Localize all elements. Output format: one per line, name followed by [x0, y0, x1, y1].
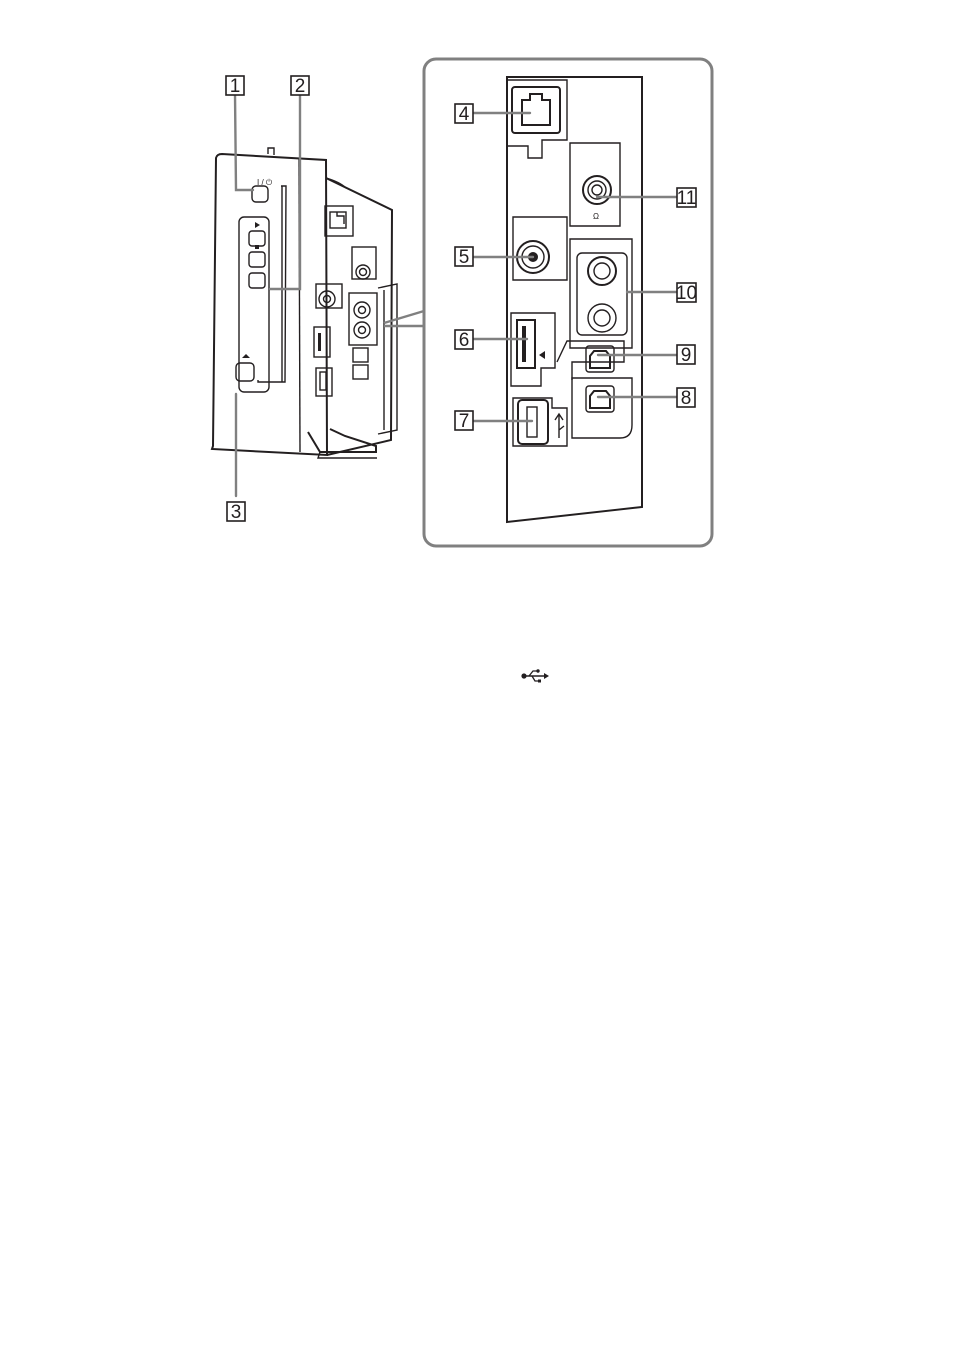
- callout-6: 6: [455, 330, 473, 351]
- callout-10-label: 10: [676, 283, 697, 304]
- callout-1: 1: [226, 76, 244, 97]
- headphone-icon: Ω: [593, 212, 599, 221]
- callout-4: 4: [455, 104, 473, 125]
- callout-8: 8: [677, 388, 695, 409]
- coaxial-connector: [513, 217, 567, 280]
- callout-9: 9: [677, 345, 695, 366]
- callout-2-label: 2: [295, 76, 306, 97]
- power-button: I / ⏻: [252, 178, 273, 202]
- callout-3: 3: [227, 502, 245, 523]
- callout-9-label: 9: [681, 345, 692, 366]
- power-mark: I / ⏻: [257, 178, 273, 187]
- hdmi-port: [511, 313, 555, 386]
- audio-rca-jacks: [570, 239, 632, 348]
- callout-2: 2: [291, 76, 309, 97]
- callout-7-label: 7: [459, 411, 470, 432]
- callout-6-label: 6: [459, 330, 470, 351]
- callout-1-label: 1: [230, 76, 241, 97]
- mini-connector-panel: [314, 206, 377, 396]
- play-button: [249, 222, 265, 246]
- usb-icon: [520, 666, 550, 686]
- disc-button: [249, 273, 265, 288]
- callout-4-label: 4: [459, 104, 470, 125]
- callout-11-label: 11: [677, 188, 697, 209]
- callout-11: 11: [677, 188, 697, 209]
- callout-5-label: 5: [459, 247, 470, 268]
- headphone-jack: Ω: [570, 143, 620, 226]
- callout-10: 10: [676, 283, 697, 304]
- leader-lines: [235, 94, 676, 496]
- stop-button: [249, 245, 265, 267]
- lan-port: [507, 80, 567, 158]
- optical-out-upper: [557, 341, 624, 380]
- callout-3-label: 3: [231, 502, 242, 523]
- unit-side-view: I / ⏻: [212, 148, 397, 458]
- optical-out-lower: [572, 378, 632, 438]
- rear-panel: Ω: [507, 77, 642, 522]
- callout-8-label: 8: [681, 388, 692, 409]
- callout-7: 7: [455, 411, 473, 432]
- callout-5: 5: [455, 247, 473, 268]
